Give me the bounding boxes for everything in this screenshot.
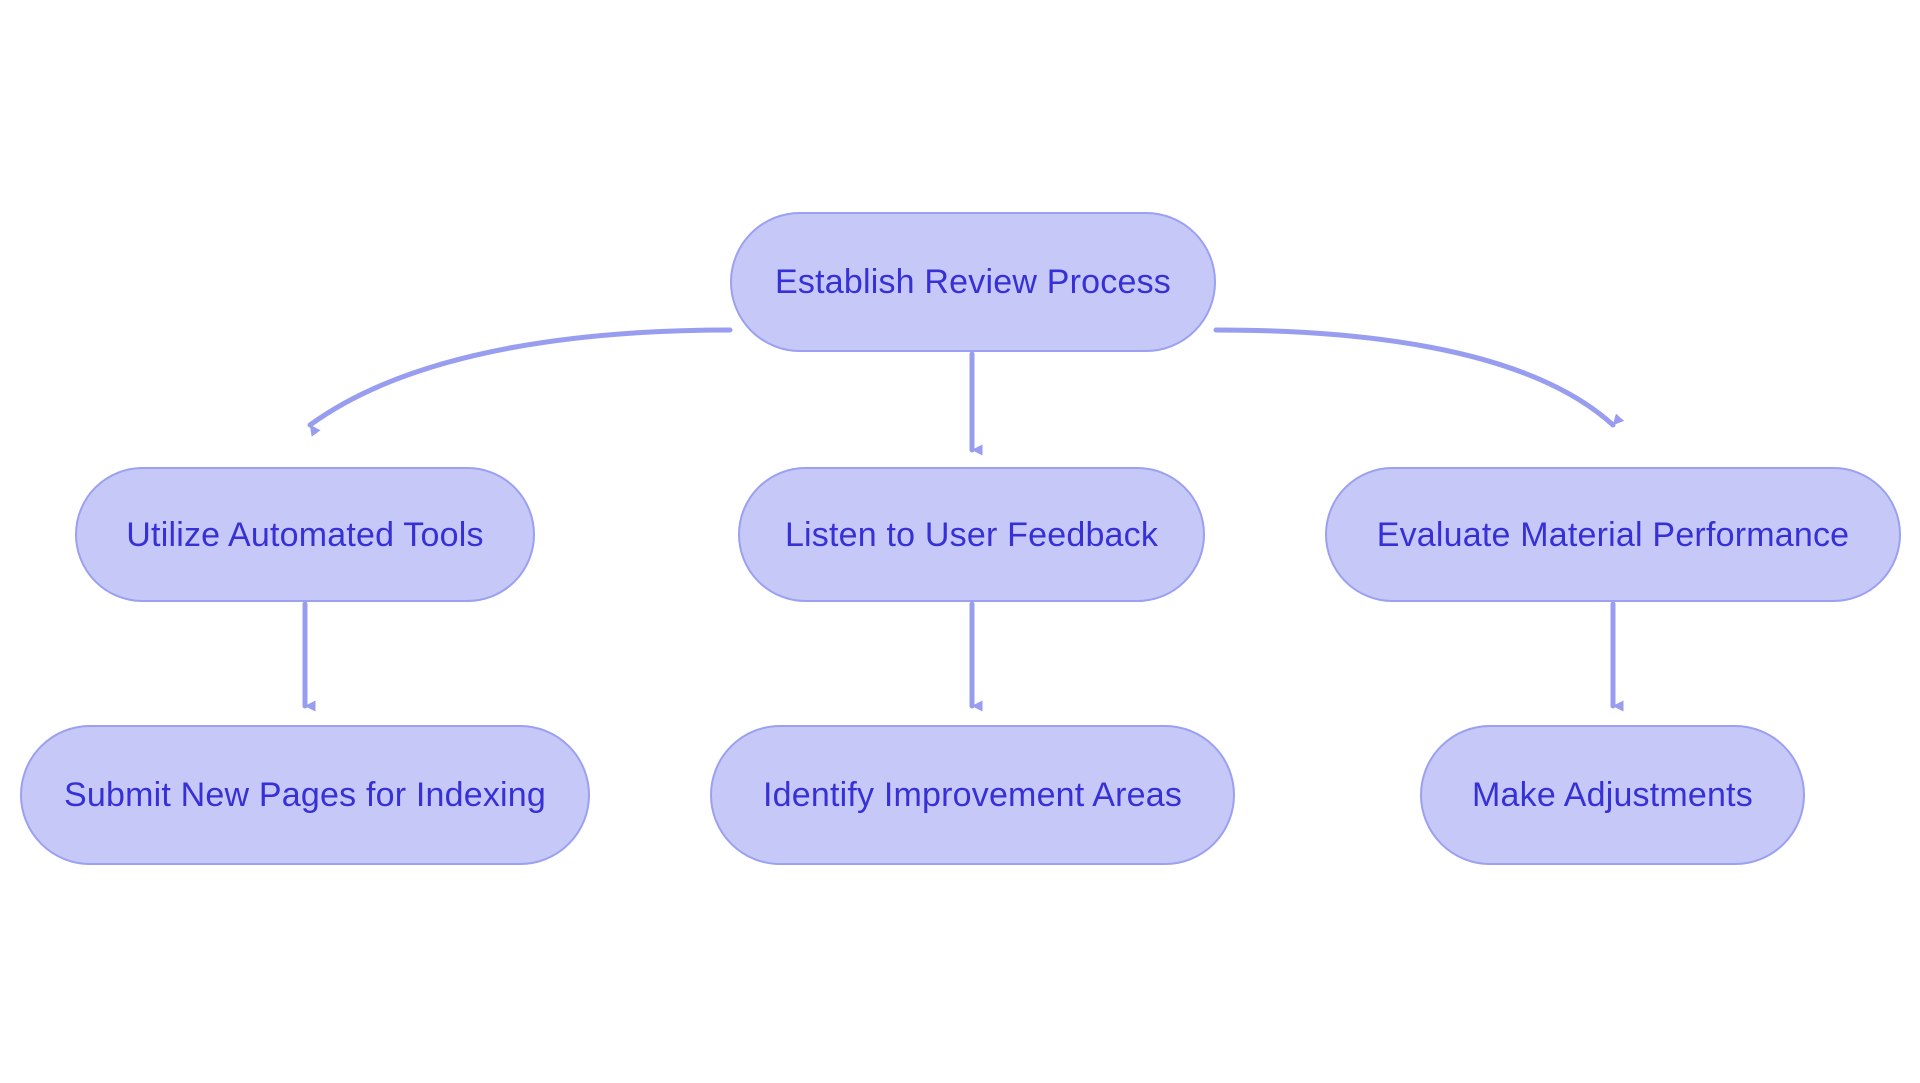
node-label: Submit New Pages for Indexing	[63, 776, 547, 814]
node-submit-new-pages-for-indexing[interactable]: Submit New Pages for Indexing	[20, 725, 590, 865]
node-establish-review-process[interactable]: Establish Review Process	[730, 212, 1216, 352]
node-listen-to-user-feedback[interactable]: Listen to User Feedback	[738, 467, 1205, 602]
node-evaluate-material-performance[interactable]: Evaluate Material Performance	[1325, 467, 1901, 602]
edge-root-to-automated-tools	[307, 327, 733, 437]
node-utilize-automated-tools[interactable]: Utilize Automated Tools	[75, 467, 535, 602]
node-identify-improvement-areas[interactable]: Identify Improvement Areas	[710, 725, 1235, 865]
node-label: Evaluate Material Performance	[1376, 515, 1850, 554]
node-label: Listen to User Feedback	[784, 515, 1159, 554]
node-label: Utilize Automated Tools	[126, 515, 484, 554]
node-make-adjustments[interactable]: Make Adjustments	[1420, 725, 1805, 865]
node-label: Establish Review Process	[775, 263, 1171, 301]
edge-root-to-material-performance	[1213, 327, 1625, 428]
node-label: Identify Improvement Areas	[762, 776, 1183, 814]
node-label: Make Adjustments	[1472, 776, 1753, 814]
